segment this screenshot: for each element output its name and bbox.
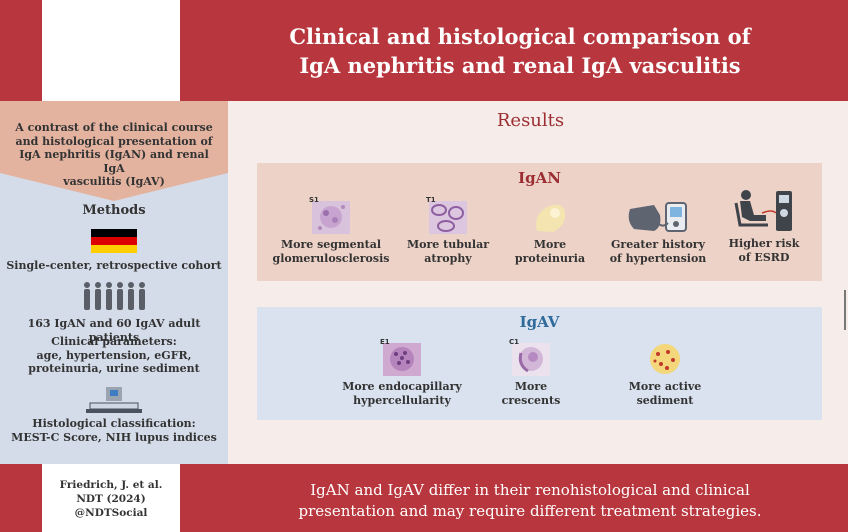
cohort-text: Single-center, retrospective cohort	[6, 259, 222, 272]
item-label: More endocapillary	[342, 380, 462, 393]
conclusion-line: IgAN and IgAV differ in their renohistol…	[310, 481, 750, 499]
item-label: More segmental	[280, 238, 382, 251]
clinical-line: age, hypertension, eGFR,	[36, 348, 192, 362]
item-label: More	[514, 380, 548, 393]
clinical-line: Clinical parameters:	[51, 335, 177, 348]
urine-sample-icon	[536, 204, 566, 232]
intro-line: and histological presentation of	[15, 134, 213, 148]
igav-item-endocapillary-hypercellularity: E1 More endocapillary hypercellularity	[337, 338, 467, 408]
histological-classification-text: Histological classification: MEST-C Scor…	[4, 417, 224, 444]
people-group-icon	[84, 282, 145, 310]
item-label: Higher risk	[728, 237, 800, 250]
histology-tag: S1	[309, 196, 319, 204]
tubular-atrophy-histology-icon: T1	[426, 196, 467, 234]
title-line-2: IgA nephritis and renal IgA vasculitis	[299, 53, 741, 78]
clinical-parameters-text: Clinical parameters: age, hypertension, …	[4, 335, 224, 376]
dialysis-patient-icon	[734, 190, 792, 231]
item-label: of ESRD	[738, 251, 790, 264]
histological-line: Histological classification:	[32, 417, 196, 430]
methods-title: Methods	[82, 203, 146, 218]
blood-pressure-monitor-icon	[628, 202, 687, 232]
igan-item-esrd: Higher risk of ESRD	[719, 189, 809, 265]
logo-placeholder	[42, 0, 180, 101]
histology-tag: T1	[426, 196, 436, 204]
item-label: More	[533, 238, 567, 251]
igav-item-crescents: C1 More crescents	[489, 338, 573, 408]
intro-text: A contrast of the clinical course and hi…	[8, 121, 220, 189]
glomerulosclerosis-histology-icon: S1	[309, 196, 350, 234]
citation-box	[42, 464, 180, 532]
item-label: hypercellularity	[353, 394, 451, 407]
igan-item-hypertension: Greater history of hypertension	[605, 201, 711, 266]
conclusion-line: presentation and may require different t…	[298, 502, 762, 520]
title-line-1: Clinical and histological comparison of	[289, 24, 751, 49]
urine-sediment-icon	[650, 344, 680, 374]
conclusion-text: IgAN and IgAV differ in their renohistol…	[230, 480, 830, 522]
item-label: More tubular	[406, 238, 489, 251]
item-label: sediment	[636, 394, 694, 407]
item-label: glomerulosclerosis	[272, 252, 390, 265]
results-title: Results	[496, 110, 565, 131]
igan-box: IgAN S1 More segmental glomerulosclerosi…	[257, 163, 822, 281]
intro-line: A contrast of the clinical course	[15, 121, 213, 134]
crescent-histology-icon: C1	[509, 338, 550, 376]
intro-line: IgA nephritis (IgAN) and renal IgA	[19, 148, 209, 175]
citation-line: Friedrich, J. et al.	[59, 479, 163, 491]
patients-text: 163 IgAN and 60 IgAV adult patients	[27, 317, 201, 344]
citation-text: Friedrich, J. et al. NDT (2024) @NDTSoci…	[42, 478, 180, 520]
item-label: proteinuria	[514, 252, 586, 265]
germany-flag-icon	[91, 229, 137, 253]
citation-line: NDT (2024)	[76, 493, 146, 505]
microscope-slide-icon	[86, 387, 142, 413]
item-label: More active	[628, 380, 702, 393]
igav-title: IgAV	[519, 313, 560, 331]
igan-item-tubular-atrophy: T1 More tubular atrophy	[403, 196, 493, 266]
item-label: of hypertension	[609, 252, 707, 265]
citation-line: @NDTSocial	[74, 507, 148, 519]
clinical-line: proteinuria, urine sediment	[28, 362, 200, 375]
item-label: Greater history	[611, 238, 705, 251]
igav-item-active-sediment: More active sediment	[617, 343, 713, 408]
histological-line: MEST-C Score, NIH lupus indices	[11, 430, 217, 444]
item-label: crescents	[501, 394, 561, 407]
page-title: Clinical and histological comparison of …	[210, 22, 830, 80]
histology-tag: E1	[380, 338, 390, 346]
endocapillary-histology-icon: E1	[380, 338, 421, 376]
methods-panel: A contrast of the clinical course and hi…	[0, 101, 228, 464]
intro-line: vasculitis (IgAV)	[63, 175, 165, 188]
histology-tag: C1	[509, 338, 520, 346]
item-label: atrophy	[424, 252, 472, 265]
igan-item-proteinuria: More proteinuria	[507, 201, 593, 266]
igav-box: IgAV E1 More endocapillary hypercellular…	[257, 307, 822, 420]
edge-marker	[844, 290, 846, 330]
igan-item-segmental-glomerulosclerosis: S1 More segmental glomerulosclerosis	[271, 196, 391, 266]
igan-title: IgAN	[518, 169, 561, 187]
